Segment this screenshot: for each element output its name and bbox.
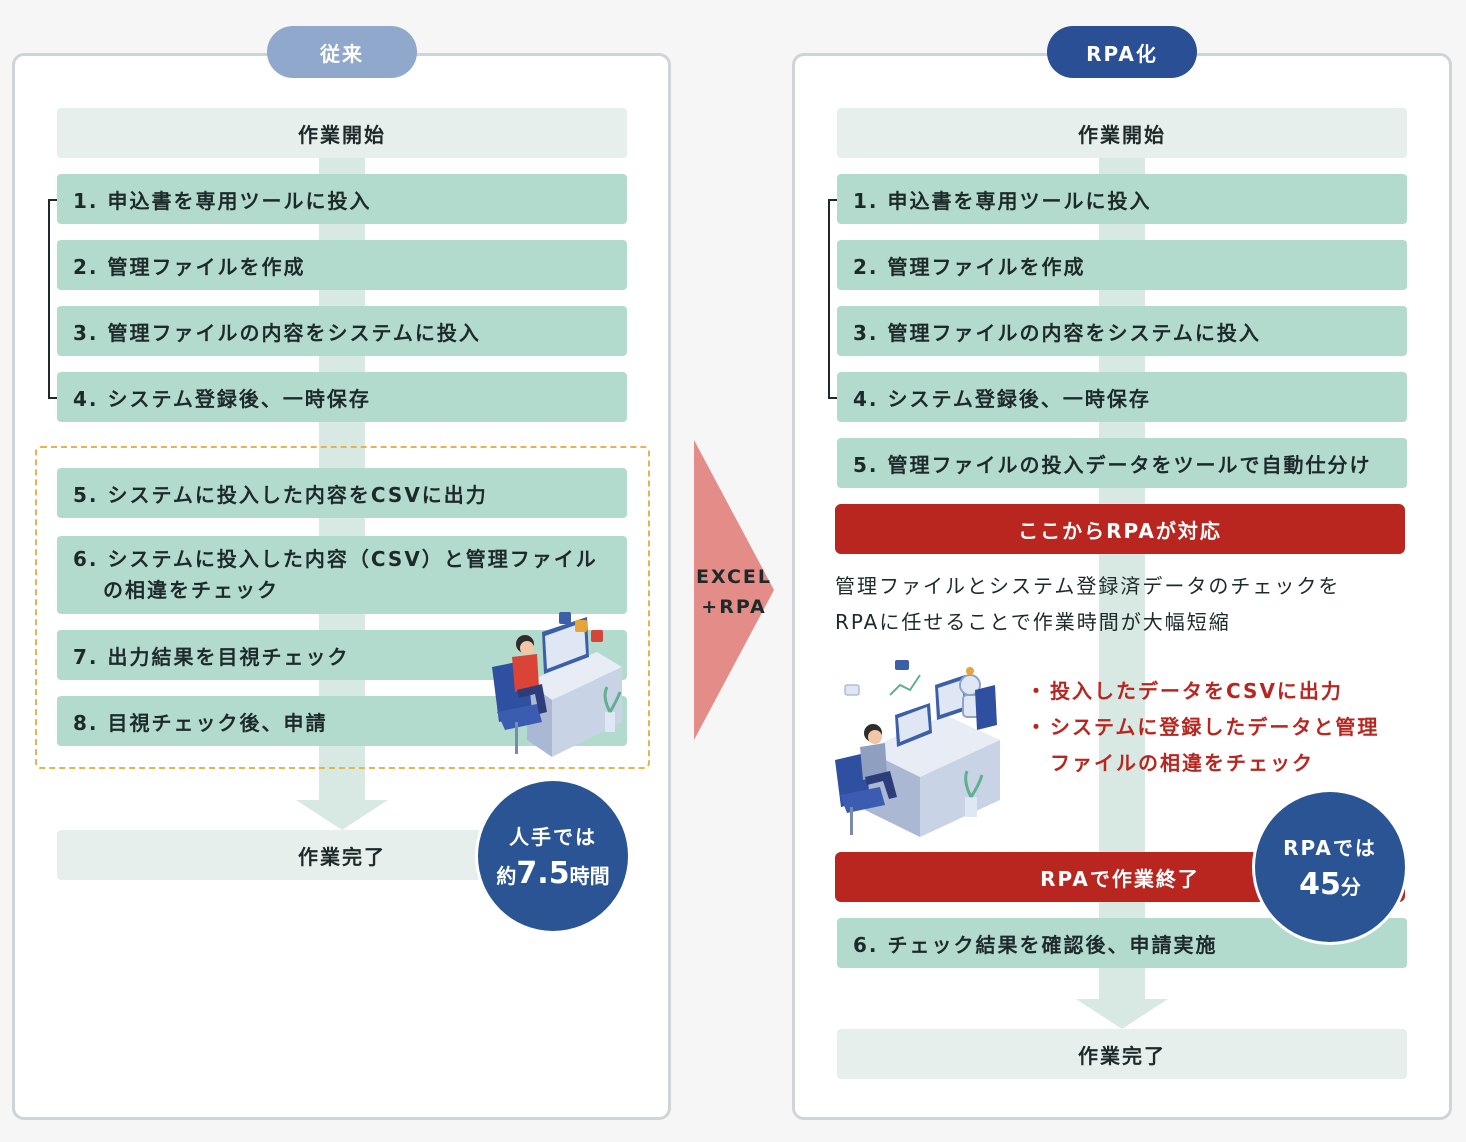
conversion-label-line2: +RPA — [701, 596, 767, 618]
rpa-badge-unit: 分 — [1340, 875, 1361, 899]
left-step-4: 4. システム登録後、一時保存 — [57, 372, 627, 422]
right-step-3: 3. 管理ファイルの内容をシステムに投入 — [837, 306, 1407, 356]
conversion-label: EXCEL +RPA — [694, 562, 774, 622]
rpa-badge-value: 45 — [1299, 867, 1341, 902]
manual-check-group — [35, 446, 650, 769]
right-loop-bottom — [828, 397, 842, 399]
left-step-5: 5. システムに投入した内容をCSVに出力 — [57, 468, 627, 518]
right-flow-arrowhead — [1076, 999, 1168, 1029]
left-loop-line — [48, 199, 50, 399]
rpa-time-badge: RPAでは 45分 — [1255, 792, 1405, 942]
conventional-tab: 従来 — [267, 26, 417, 78]
right-step-5: 5. 管理ファイルの投入データをツールで自動仕分け — [837, 438, 1407, 488]
left-flow-arrowhead — [296, 800, 388, 830]
left-loop-bottom — [48, 397, 62, 399]
manual-badge-label: 人手では — [509, 825, 597, 849]
right-step-4: 4. システム登録後、一時保存 — [837, 372, 1407, 422]
worker-at-desk-illustration — [492, 612, 622, 757]
rpa-badge-time: 45分 — [1299, 867, 1361, 902]
left-step-2: 2. 管理ファイルを作成 — [57, 240, 627, 290]
manual-badge-value: 7.5 — [516, 856, 570, 891]
left-step-3: 3. 管理ファイルの内容をシステムに投入 — [57, 306, 627, 356]
left-step-6-line1: 6. システムに投入した内容（CSV）と管理ファイル — [73, 547, 598, 571]
conversion-arrow-icon — [694, 440, 774, 740]
rpa-task-list: 投入したデータをCSVに出力 システムに登録したデータと管理 ファイルの相違をチ… — [1026, 673, 1410, 781]
right-loop-line — [828, 199, 830, 399]
left-step-6-line2: の相違をチェック — [103, 578, 279, 602]
rpa-task-2: システムに登録したデータと管理 — [1026, 709, 1410, 745]
rpa-task-2-cont: ファイルの相違をチェック — [1050, 751, 1314, 775]
rpa-badge-label: RPAでは — [1283, 836, 1377, 860]
right-end: 作業完了 — [837, 1029, 1407, 1079]
rpa-description: 管理ファイルとシステム登録済データのチェックを RPAに任せることで作業時間が大… — [835, 568, 1405, 640]
manual-time-badge: 人手では 約7.5時間 — [478, 781, 628, 931]
rpa-description-line1: 管理ファイルとシステム登録済データのチェックを — [835, 574, 1341, 598]
right-loop-top — [828, 199, 842, 201]
right-start: 作業開始 — [837, 108, 1407, 158]
conversion-label-line1: EXCEL — [696, 566, 772, 588]
left-start: 作業開始 — [57, 108, 627, 158]
left-step-6: 6. システムに投入した内容（CSV）と管理ファイル の相違をチェック — [57, 536, 627, 614]
rpa-start-banner: ここからRPAが対応 — [835, 504, 1405, 554]
left-loop-top — [48, 199, 62, 201]
rpa-description-line2: RPAに任せることで作業時間が大幅短縮 — [835, 610, 1231, 634]
right-step-1: 1. 申込書を専用ツールに投入 — [837, 174, 1407, 224]
manual-badge-time: 約7.5時間 — [496, 856, 609, 891]
robot-worker-illustration — [835, 660, 1000, 837]
manual-badge-unit: 時間 — [569, 864, 610, 888]
rpa-task-1: 投入したデータをCSVに出力 — [1026, 673, 1410, 709]
left-step-1: 1. 申込書を専用ツールに投入 — [57, 174, 627, 224]
rpa-tab: RPA化 — [1047, 26, 1197, 78]
right-step-2: 2. 管理ファイルを作成 — [837, 240, 1407, 290]
manual-badge-prefix: 約 — [496, 864, 517, 888]
